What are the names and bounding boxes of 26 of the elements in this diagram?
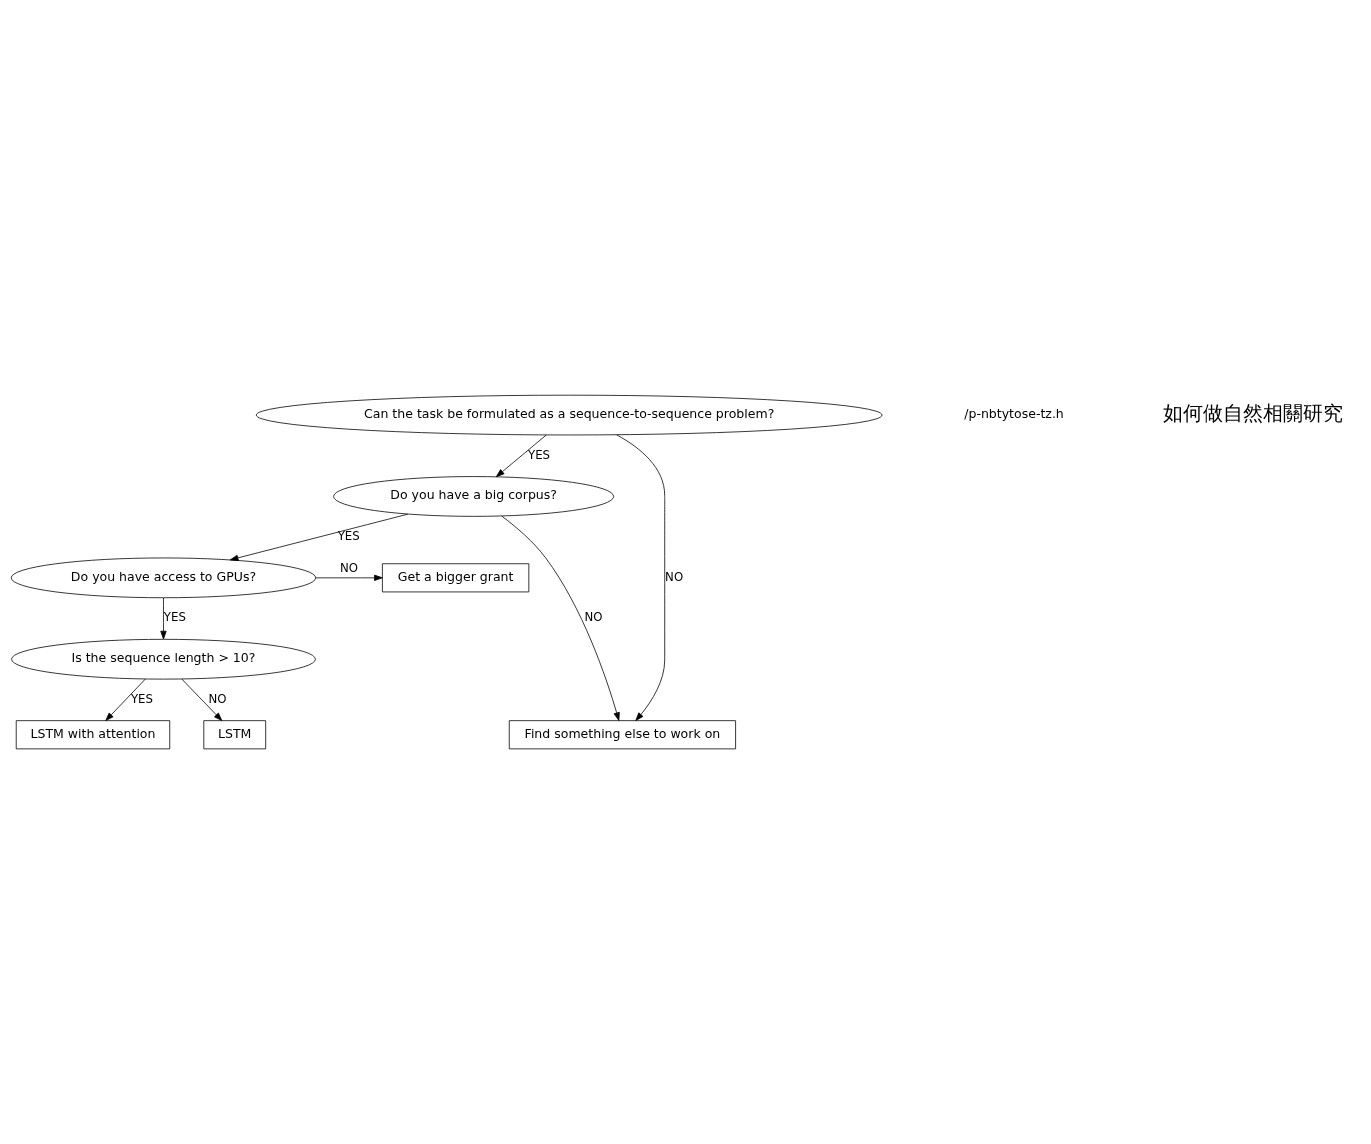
arrow	[495, 434, 547, 478]
edge-label: YES	[130, 691, 153, 706]
edge-label: NO	[584, 610, 603, 625]
node-box: LSTM with attention	[15, 720, 171, 750]
arrow	[616, 434, 666, 721]
edge-label: NO	[665, 569, 684, 584]
arrow	[315, 574, 383, 581]
arrow	[501, 515, 620, 721]
arrow	[181, 678, 223, 721]
node-box: Find something else to work on	[508, 720, 736, 750]
node-ellipse: Can the task be formulated as a sequence-to-sequence problem?	[255, 394, 883, 436]
edge-label: YES	[163, 610, 186, 625]
edge-label: NO	[208, 691, 227, 706]
arrow	[160, 597, 167, 640]
arrow	[105, 678, 146, 721]
label: /p-nbtytose-tz.h	[964, 406, 1064, 422]
node-ellipse: Do you have access to GPUs?	[10, 557, 317, 599]
node-box: Get a bigger grant	[382, 563, 530, 593]
edge-label: NO	[340, 560, 359, 575]
label: 如何做自然相關研究	[1162, 401, 1343, 426]
node-box: LSTM	[203, 720, 267, 750]
arrow	[229, 513, 409, 561]
node-ellipse: Is the sequence length > 10?	[11, 638, 316, 680]
edge-label: YES	[528, 447, 551, 462]
edge-label: YES	[337, 528, 360, 543]
node-ellipse: Do you have a big corpus?	[333, 476, 615, 517]
